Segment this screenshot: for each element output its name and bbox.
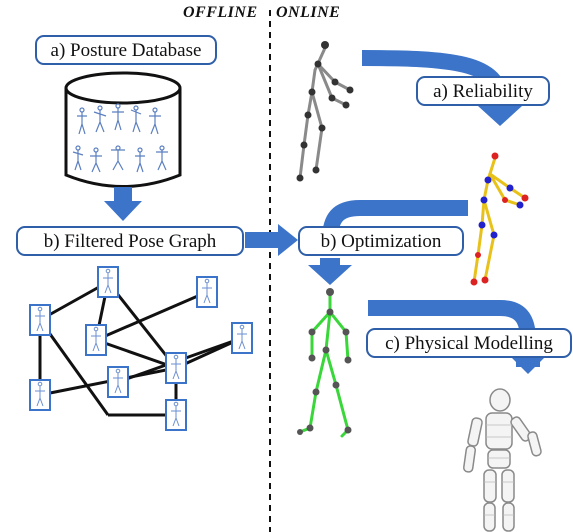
pose-node <box>165 352 187 384</box>
pose-node <box>29 304 51 336</box>
arrow-optimization-down <box>308 258 352 285</box>
online-header: ONLINE <box>276 4 341 21</box>
pose-graph-nodes <box>29 266 253 431</box>
optimized-skeleton-green <box>297 288 352 438</box>
pose-node <box>165 399 187 431</box>
physical-model-mannequin <box>463 388 542 532</box>
arrow-graph-to-optimization <box>245 224 298 256</box>
pose-node <box>85 324 107 356</box>
arrow-database-to-graph <box>104 187 142 221</box>
pose-node <box>29 379 51 411</box>
pose-node <box>97 266 119 298</box>
posture-database-label: a) Posture Database <box>35 35 217 65</box>
offline-header: OFFLINE <box>183 4 258 21</box>
pose-node <box>231 322 253 354</box>
pose-node <box>196 276 218 308</box>
reliability-label: a) Reliability <box>416 76 550 106</box>
reliability-skeleton-yellow <box>470 152 529 286</box>
optimization-label: b) Optimization <box>298 226 464 256</box>
posture-database-cylinder <box>64 71 182 188</box>
physical-modelling-label: c) Physical Modelling <box>366 328 572 358</box>
filtered-pose-graph-label: b) Filtered Pose Graph <box>16 226 244 256</box>
input-skeleton-gray <box>296 41 354 182</box>
pose-node <box>107 366 129 398</box>
